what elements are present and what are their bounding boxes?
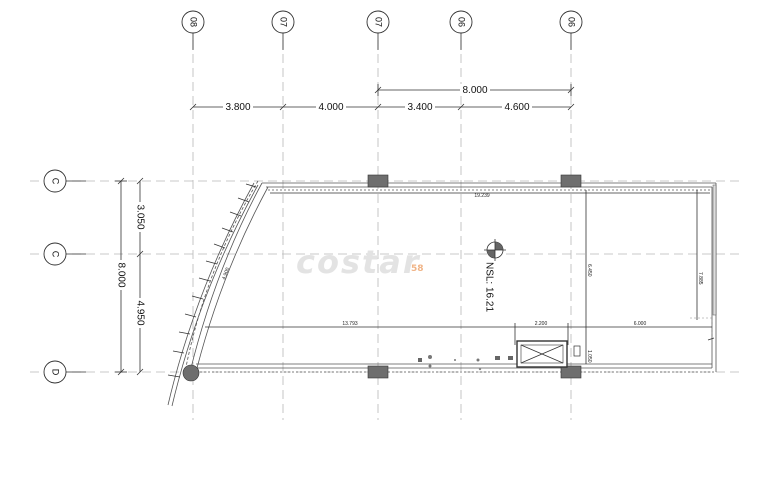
watermark-text: costar — [296, 243, 421, 281]
building-outline — [184, 180, 717, 373]
dimension-label: 7.885 — [697, 272, 703, 285]
left-overall-dimension: 8.000 — [115, 177, 127, 376]
floor-opening — [516, 340, 581, 368]
structural-columns — [182, 174, 582, 382]
door-swing — [690, 317, 715, 341]
dimension-label: 6.450 — [586, 264, 592, 277]
top-segment-dimensions: 3.800 4.000 3.400 4.600 — [189, 101, 575, 113]
top-grid-bubble: 08 — [181, 10, 205, 50]
curve-dimension-label: 4.900 — [221, 267, 231, 281]
dimension-label: 6.000 — [634, 321, 647, 327]
vertical-grid-lines — [192, 40, 572, 420]
dimension-label: 8.000 — [462, 85, 487, 96]
grid-bubble-label: 06 — [457, 17, 467, 27]
watermark-logo: costar 58 — [296, 243, 424, 281]
left-segment-dimensions: 3.050 4.950 — [134, 177, 146, 376]
inner-dimension-vertical: 6.450 7.885 1.050 — [585, 190, 703, 364]
inner-dimension-top: 19.239 — [270, 192, 710, 199]
grid-bubble-label: 07 — [374, 17, 384, 27]
dimension-label: 4.600 — [504, 102, 529, 113]
dimension-label: 2.200 — [535, 321, 548, 327]
left-grid-bubble: C — [43, 242, 86, 266]
dimension-label: 8.000 — [115, 262, 126, 287]
level-marker: NSL: 16.21 — [483, 239, 506, 312]
dimension-label: 3.400 — [407, 102, 432, 113]
dimension-label: 1.050 — [586, 350, 592, 363]
dimension-label: 4.000 — [318, 102, 343, 113]
top-grid-bubble: 07 — [271, 10, 295, 50]
top-grid-bubble: 06 — [449, 10, 473, 50]
dimension-label: 19.239 — [474, 193, 490, 199]
dimension-label: 4.950 — [134, 300, 145, 325]
grid-bubble-label: D — [51, 369, 61, 376]
top-grid-bubble: 06 — [559, 10, 583, 50]
grid-bubble-label: C — [51, 178, 61, 185]
top-overall-dimension: 8.000 — [374, 84, 575, 96]
left-grid-bubble: D — [43, 360, 86, 384]
curved-facade: 4.900 — [167, 182, 259, 407]
dimension-label: 3.050 — [134, 204, 145, 229]
left-grid-bubble: C — [43, 169, 86, 193]
dimension-label: 13.793 — [342, 321, 358, 327]
grid-bubble-label: C — [51, 251, 61, 258]
grid-bubble-label: 07 — [279, 17, 289, 27]
watermark-sub-text: 58 — [411, 264, 424, 274]
top-grid-bubble: 07 — [366, 10, 390, 50]
grid-bubble-label: 06 — [567, 17, 577, 27]
floor-fixtures — [418, 355, 513, 371]
grid-bubble-label: 08 — [189, 17, 199, 27]
dimension-label: 3.800 — [225, 102, 250, 113]
level-label: NSL: 16.21 — [483, 262, 494, 312]
inner-dimension-bottom: 13.793 2.200 6.000 — [205, 321, 712, 345]
